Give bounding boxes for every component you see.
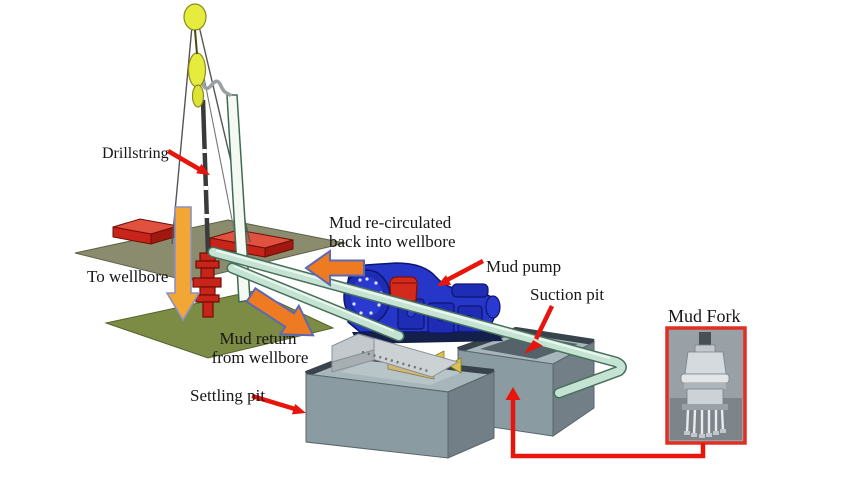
suction-pit-arrow-line [533, 305, 555, 340]
shaker-hopper-face [331, 349, 375, 373]
mud-pump-arrow-line [445, 259, 485, 282]
suction-pit-arrowhead [524, 340, 543, 354]
device-feet [684, 429, 726, 438]
device-disc-2 [684, 383, 726, 389]
label-drillstring: Drillstring [102, 145, 169, 162]
traveling-block [187, 29, 207, 108]
label-settling-pit: Settling pit [190, 386, 265, 405]
mud-fork-device [680, 332, 730, 438]
red-box-2-side [264, 239, 294, 258]
device-upper-housing [684, 351, 727, 375]
down-right-arrow-mud-return [245, 286, 315, 337]
pipe-branch [228, 264, 403, 340]
device-stub [699, 332, 711, 346]
drillstring-tool-joints [202, 148, 210, 219]
bop-flange-wide [192, 277, 222, 288]
device-flange-disc [680, 373, 730, 384]
shale-shaker [331, 333, 460, 378]
mud-fork-connector-line [510, 396, 706, 459]
mud-pump-arrowhead [437, 275, 452, 286]
flow-arrow-to-wellbore [165, 206, 201, 322]
label-mud-fork: Mud Fork [668, 306, 741, 326]
drillstring-pipe [200, 99, 211, 254]
drillstring-arrowhead [196, 163, 210, 175]
settling-pit-side [447, 371, 495, 459]
device-lower-housing [686, 388, 724, 406]
pipe-branch-highlight [233, 265, 395, 332]
device-legs [685, 409, 725, 436]
settling-pit [304, 352, 496, 459]
down-arrow [165, 206, 201, 322]
pipe-main-highlight [215, 249, 611, 360]
pipe-main [209, 248, 626, 397]
label-recirculated-line2: back into wellbore [329, 232, 456, 251]
rotary-hose [200, 79, 233, 98]
drillstring-arrow-line [166, 149, 201, 171]
pump-end-cap [485, 295, 501, 319]
flow-arrows-orange [245, 249, 365, 337]
bop-segment [199, 286, 216, 296]
label-to-wellbore: To wellbore [87, 267, 168, 286]
label-arrows [166, 149, 706, 459]
settling-pit-arrow-line [251, 393, 296, 412]
bop-flange [195, 260, 220, 269]
mud-fork-inset [665, 326, 747, 445]
text-labels: Drillstring To wellbore Mud return from … [87, 145, 741, 405]
bop-stack [192, 252, 222, 318]
label-recirculated-line1: Mud re-circulated [329, 213, 452, 232]
mud-pipes [207, 246, 627, 399]
label-suction-pit: Suction pit [530, 285, 604, 304]
device-base-flange [682, 404, 728, 410]
settling-pit-arrowhead [291, 403, 306, 415]
label-mud-return-line2: from wellbore [212, 348, 309, 367]
label-mud-pump: Mud pump [486, 257, 561, 276]
bop-stub [202, 301, 214, 318]
mud-fork-connector-arrowhead [505, 387, 521, 400]
mud-pump [343, 262, 503, 344]
left-arrow-recirculated [304, 249, 365, 287]
crown-block [183, 3, 207, 31]
guy-wire-inner [200, 61, 239, 251]
label-mud-return-line1: Mud return [220, 329, 297, 348]
derrick [171, 3, 251, 303]
bop-segment [200, 267, 215, 279]
bop-flange [195, 294, 220, 303]
